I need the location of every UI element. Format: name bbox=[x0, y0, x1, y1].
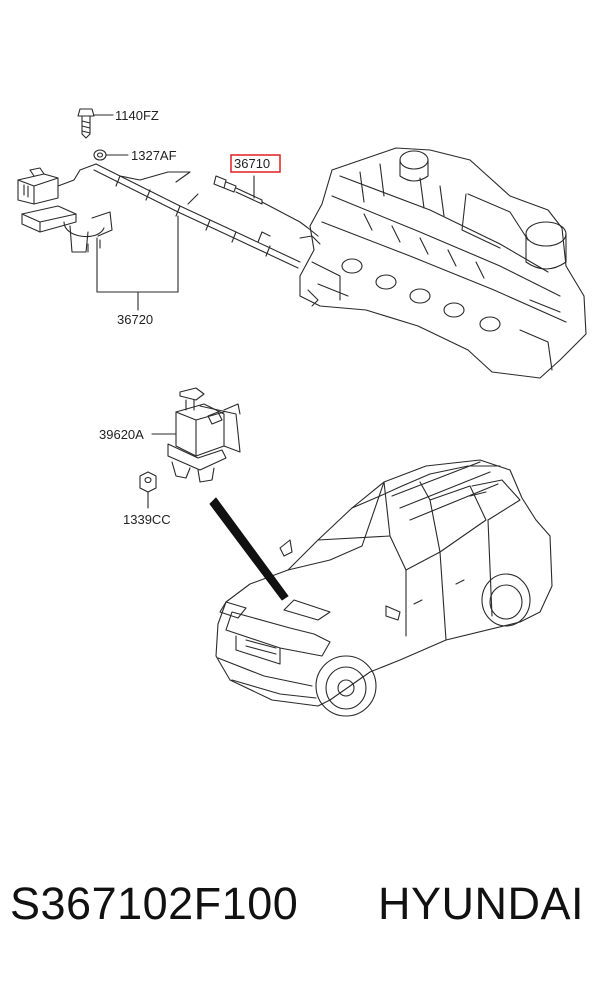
part-number-caption: S367102F100 bbox=[10, 878, 299, 929]
wire-harness bbox=[93, 163, 301, 269]
harness-connector bbox=[17, 163, 97, 205]
harness-leader bbox=[96, 215, 179, 311]
relay-39620a bbox=[151, 387, 241, 483]
label-1339cc: 1339CC bbox=[123, 512, 171, 527]
label-36710: 36710 bbox=[234, 156, 270, 171]
nut-1339cc bbox=[139, 471, 157, 509]
clip-1327af bbox=[93, 149, 129, 161]
harness-bracket bbox=[21, 205, 113, 253]
label-1140fz: 1140FZ bbox=[115, 108, 159, 123]
bolt-1140fz bbox=[77, 108, 114, 139]
glow-plug-36710 bbox=[213, 175, 319, 237]
location-pointer bbox=[209, 497, 289, 601]
highlight-box bbox=[230, 154, 281, 173]
label-39620a: 39620A bbox=[99, 427, 144, 442]
label-36720: 36720 bbox=[117, 312, 153, 327]
label-1327af: 1327AF bbox=[131, 148, 177, 163]
brand-caption: HYUNDAI bbox=[377, 878, 584, 929]
engine-block bbox=[299, 147, 587, 379]
suv-vehicle bbox=[215, 459, 553, 717]
